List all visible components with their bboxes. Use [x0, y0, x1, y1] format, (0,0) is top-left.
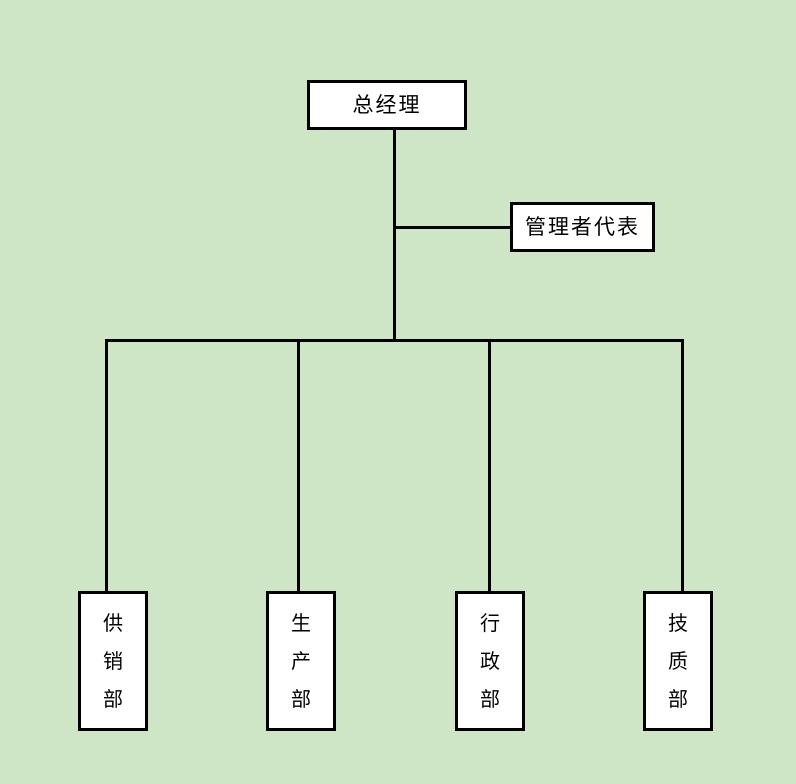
node-department-2-char-1: 政 [480, 649, 500, 673]
connector-drop-department-3 [681, 339, 684, 592]
node-department-2-char-0: 行 [480, 611, 500, 635]
connector-management-representative-branch [393, 226, 512, 229]
connector-drop-department-0 [105, 339, 108, 592]
node-department-3-char-2: 部 [668, 687, 688, 711]
connector-trunk-vertical [393, 129, 396, 342]
node-management-representative[interactable]: 管理者代表 [510, 202, 655, 252]
node-department-2-char-2: 部 [480, 687, 500, 711]
node-department-administration[interactable]: 行 政 部 [455, 591, 525, 731]
node-department-technology-and-quality[interactable]: 技 质 部 [643, 591, 713, 731]
node-management-representative-label: 管理者代表 [525, 214, 640, 239]
connector-drop-department-2 [488, 339, 491, 592]
node-department-0-char-0: 供 [103, 611, 123, 635]
node-department-3-char-1: 质 [668, 649, 688, 673]
node-department-1-char-2: 部 [291, 687, 311, 711]
node-department-3-char-0: 技 [668, 611, 688, 635]
node-department-1-char-0: 生 [291, 611, 311, 635]
node-department-1-char-1: 产 [291, 649, 311, 673]
node-general-manager[interactable]: 总经理 [307, 80, 467, 130]
node-department-0-char-2: 部 [103, 687, 123, 711]
node-department-0-char-1: 销 [103, 649, 123, 673]
node-department-production[interactable]: 生 产 部 [266, 591, 336, 731]
node-general-manager-label: 总经理 [352, 92, 422, 117]
connector-drop-department-1 [297, 339, 300, 592]
node-department-supply-and-marketing[interactable]: 供 销 部 [78, 591, 148, 731]
connector-department-distribution-bar [105, 339, 684, 342]
